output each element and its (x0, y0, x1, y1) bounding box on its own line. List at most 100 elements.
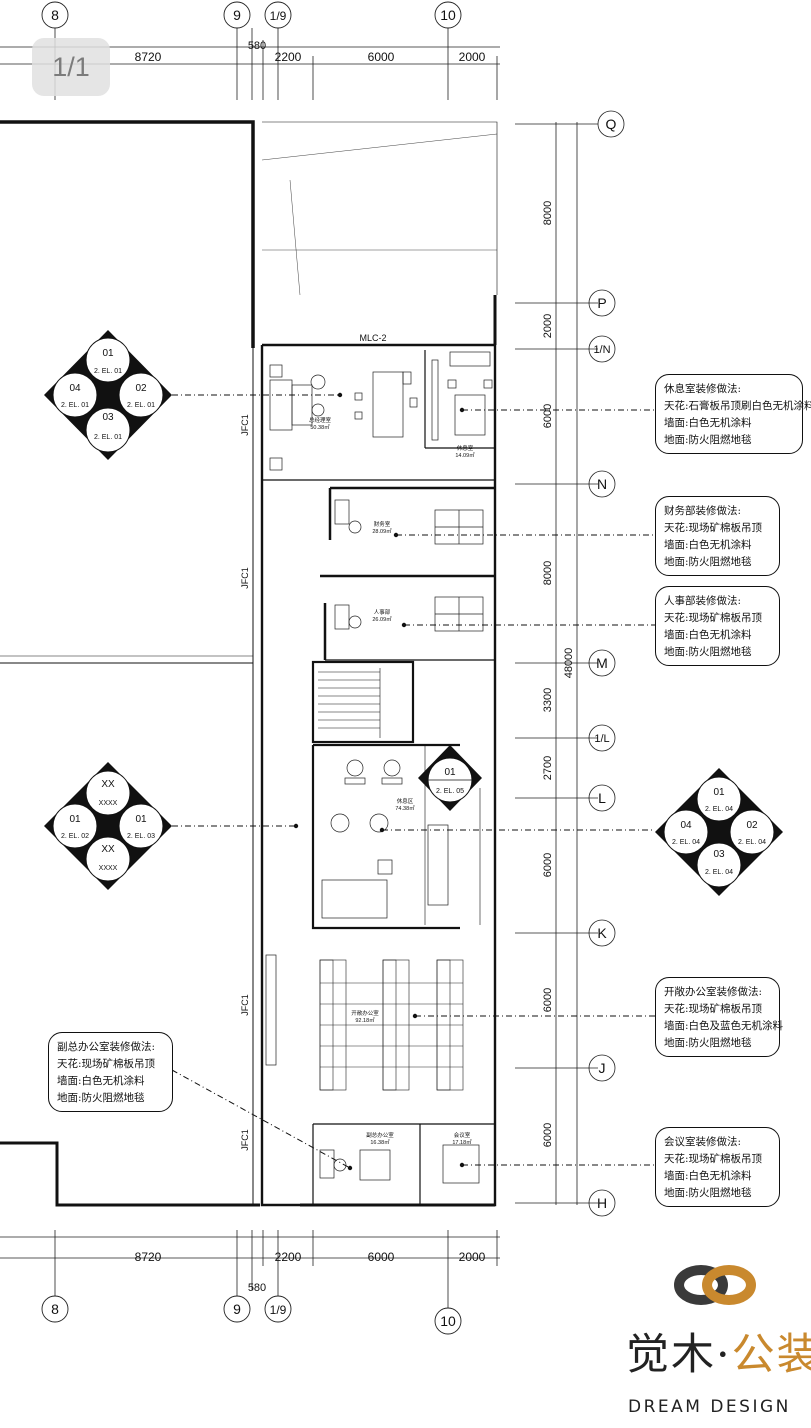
note-line: 墙面:白色无机涂料 (664, 539, 752, 551)
page-indicator[interactable]: 1/1 (32, 38, 110, 96)
right-grid (515, 110, 625, 1217)
note-line: 天花:现场矿棉板吊顶 (664, 1003, 763, 1015)
marker-ref: 2. EL. 04 (705, 869, 733, 876)
room-name: 人事部 (374, 608, 391, 616)
finish-note-vp-office: 副总办公室装修做法: 天花:现场矿棉板吊顶 墙面:白色无机涂料 地面:防火阻燃地… (48, 1032, 173, 1112)
dim-label: 6000 (542, 404, 554, 428)
room-name: 副总办公室 (366, 1131, 394, 1139)
axis-label: 8 (51, 7, 59, 23)
marker-num: 01 (444, 767, 456, 778)
note-line: 地面:防火阻燃地毯 (664, 434, 752, 446)
axis-label: 10 (440, 1313, 456, 1329)
axis-label: N (597, 476, 607, 492)
axis-label: Q (606, 116, 617, 132)
note-line: 墙面:白色无机涂料 (57, 1075, 145, 1087)
brand-cn-part-a: 觉木 (626, 1330, 716, 1380)
marker-num: 02 (746, 820, 758, 831)
axis-label: 1/L (594, 733, 609, 745)
brand-name-en: DREAM DESIGN (628, 1397, 791, 1417)
note-line: 天花:石膏板吊顶刷白色无机涂料 (664, 400, 811, 412)
wall-code: JFC1 (240, 994, 250, 1016)
dim-label: 6000 (542, 988, 554, 1012)
room-name: 休息区 (397, 797, 414, 805)
axis-label: 10 (440, 7, 456, 23)
marker-ref: 2. EL. 01 (94, 434, 122, 441)
dim-label: 8000 (542, 201, 554, 225)
marker-ref: 2. EL. 03 (127, 833, 155, 840)
room-area: 14.09㎡ (455, 451, 475, 459)
brand-name-cn: 觉木·公装 (626, 1320, 811, 1382)
finish-note-open-office: 开敞办公室装修做法: 天花:现场矿棉板吊顶 墙面:白色及蓝色无机涂料 地面:防火… (655, 977, 784, 1057)
dim-label: 580 (248, 1282, 266, 1294)
room-area: 92.18㎡ (355, 1016, 375, 1024)
axis-label: J (599, 1060, 606, 1076)
elevation-marker-single: 01 2. EL. 05 (418, 745, 482, 811)
dim-label: 8720 (135, 1250, 162, 1264)
axis-label: H (597, 1195, 607, 1211)
room-name: 休息室 (457, 444, 474, 452)
dim-total: 48000 (563, 648, 575, 679)
room-area: 26.09㎡ (372, 615, 392, 623)
brand-logo-icon (674, 1265, 756, 1305)
dim-label: 6000 (368, 1250, 395, 1264)
marker-num: 04 (69, 383, 81, 394)
note-line: 天花:现场矿棉板吊顶 (664, 1153, 763, 1165)
marker-num: XX (101, 844, 115, 855)
note-line: 天花:现场矿棉板吊顶 (57, 1058, 156, 1070)
dim-label: 6000 (542, 853, 554, 877)
dim-label: 2000 (459, 50, 486, 64)
axis-label: 1/9 (270, 1303, 287, 1317)
dim-label: 2200 (275, 50, 302, 64)
room-name: 总经理室 (309, 416, 332, 424)
bottom-grid-labels: 8 9 1/9 10 8720 580 2200 6000 2000 (51, 1250, 486, 1329)
axis-label: 1/N (593, 344, 610, 356)
brand-cn-part-b: 公装 (731, 1330, 811, 1380)
brand-cn-dot: · (716, 1330, 732, 1380)
marker-num: 01 (102, 348, 114, 359)
axis-label: K (597, 925, 607, 941)
dim-label: 8720 (135, 50, 162, 64)
note-title: 会议室装修做法: (664, 1136, 742, 1148)
room-area: 17.18㎡ (452, 1138, 472, 1146)
room-name: 财务室 (374, 520, 391, 528)
leader-lines (171, 394, 655, 1169)
dim-label: 3300 (542, 688, 554, 712)
note-line: 墙面:白色无机涂料 (664, 1170, 752, 1182)
note-line: 天花:现场矿棉板吊顶 (664, 522, 763, 534)
note-line: 地面:防火阻燃地毯 (664, 646, 752, 658)
note-line: 地面:防火阻燃地毯 (664, 556, 752, 568)
note-title: 开敞办公室装修做法: (664, 986, 763, 998)
note-line: 墙面:白色及蓝色无机涂料 (664, 1020, 784, 1032)
note-line: 地面:防火阻燃地毯 (57, 1092, 145, 1104)
leader-dots (293, 392, 465, 1171)
building-walls (0, 120, 498, 1207)
marker-num: 03 (713, 849, 725, 860)
marker-ref: 2. EL. 04 (738, 839, 766, 846)
right-grid-labels: Q P 1/N N M 1/L L K J H (593, 116, 616, 1211)
marker-ref: XXXX (99, 800, 118, 807)
elevation-marker: 01 2. EL. 04 04 2. EL. 04 02 2. EL. 04 0… (655, 768, 783, 896)
wall-code: JFC1 (240, 414, 250, 436)
room-name: 开敞办公室 (351, 1009, 379, 1017)
marker-ref: 2. EL. 01 (94, 368, 122, 375)
axis-label: P (597, 295, 606, 311)
finish-note-hr: 人事部装修做法: 天花:现场矿棉板吊顶 墙面:白色无机涂料 地面:防火阻燃地毯 (655, 586, 780, 666)
marker-num: 03 (102, 412, 114, 423)
axis-label: 8 (51, 1301, 59, 1317)
marker-ref: XXXX (99, 865, 118, 872)
bottom-grid (0, 1230, 500, 1335)
note-title: 财务部装修做法: (664, 505, 742, 517)
dim-label: 6000 (542, 1123, 554, 1147)
axis-label: L (598, 790, 606, 806)
room-area: 28.09㎡ (372, 527, 392, 535)
marker-num: 01 (135, 814, 147, 825)
marker-ref: 2. EL. 04 (705, 806, 733, 813)
note-line: 天花:现场矿棉板吊顶 (664, 612, 763, 624)
marker-num: 01 (69, 814, 81, 825)
room-name: 会议室 (454, 1131, 471, 1139)
finish-note-lounge: 休息室装修做法: 天花:石膏板吊顶刷白色无机涂料 墙面:白色无机涂料 地面:防火… (655, 374, 811, 454)
note-title: 副总办公室装修做法: (57, 1041, 156, 1053)
dim-label: 580 (248, 40, 266, 52)
marker-ref: 2. EL. 05 (436, 788, 464, 795)
wall-code: JFC1 (240, 1129, 250, 1151)
